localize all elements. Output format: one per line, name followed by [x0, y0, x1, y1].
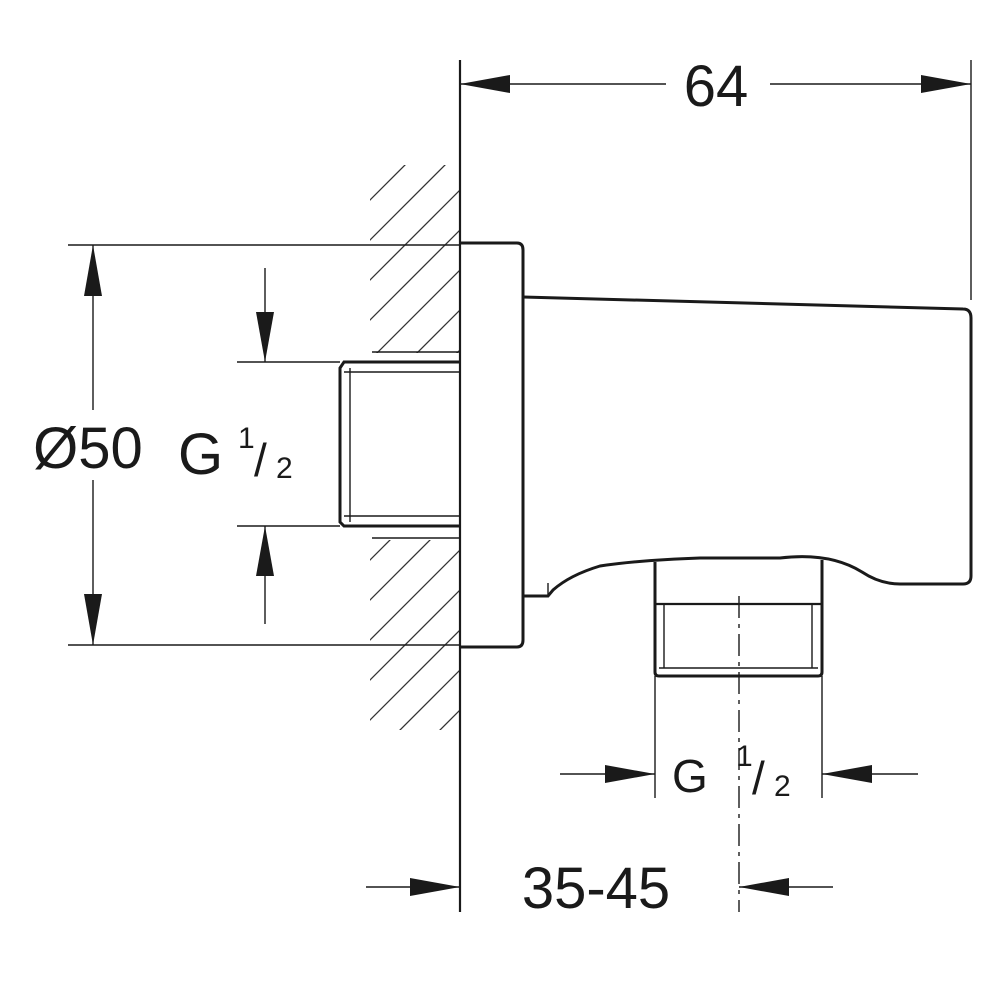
wall-thread-letter: G — [178, 422, 223, 487]
dim-wall-depth-label: 35-45 — [522, 856, 670, 921]
dim-overall-length: 64 — [460, 54, 972, 300]
dim-diameter-label: Ø50 — [33, 416, 143, 481]
dim-outlet-thread: G 1 / 2 — [560, 676, 918, 804]
dim-overall-length-label: 64 — [684, 54, 749, 119]
wall-thread-numerator: 1 — [238, 422, 255, 455]
dim-diameter: Ø50 — [33, 244, 460, 646]
outlet-thread-slash: / — [752, 752, 765, 804]
wall-hatching-top — [370, 165, 460, 353]
wall-thread-slash: / — [254, 434, 267, 486]
wall-thread-nipple — [338, 351, 460, 539]
outlet-body — [522, 295, 973, 598]
dim-wall-depth: 35-45 — [366, 856, 833, 921]
rosette-plate — [460, 241, 525, 649]
outlet-thread-letter: G — [672, 750, 708, 802]
outlet-thread-denominator: 2 — [774, 770, 791, 803]
wall-hatching-bottom — [370, 540, 460, 730]
outlet-thread-numerator: 1 — [736, 740, 753, 773]
dim-wall-thread: G 1 / 2 — [178, 268, 340, 624]
wall-thread-denominator: 2 — [276, 452, 293, 485]
